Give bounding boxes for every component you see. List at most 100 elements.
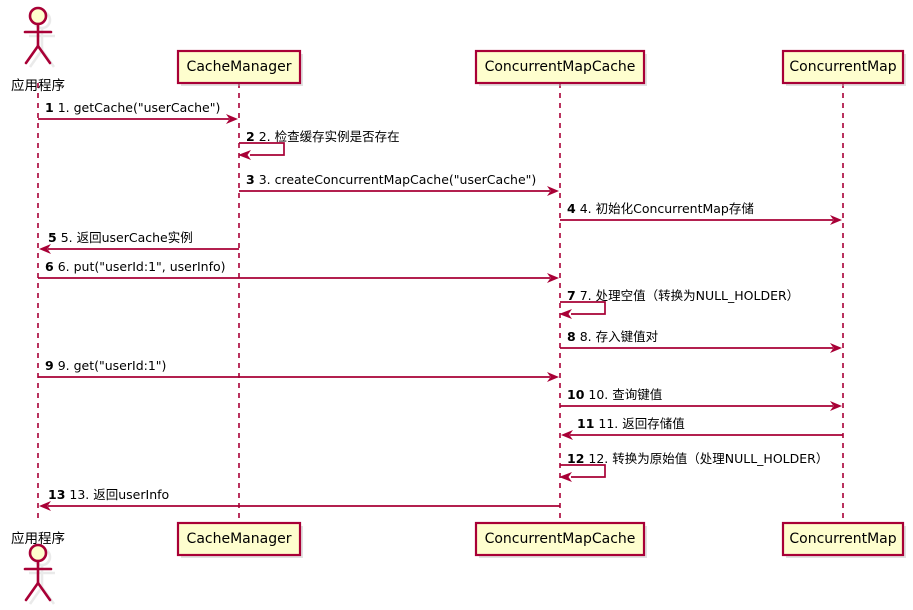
message-arrowhead (547, 186, 559, 196)
message-arrowhead (561, 430, 573, 440)
participant-label-concurrentMapCache: ConcurrentMapCache (484, 531, 636, 547)
message-sequence-number: 5 (48, 230, 57, 245)
message-6[interactable] (38, 273, 559, 283)
participant-boxes-group (176, 49, 906, 558)
message-label-3: 3 3. createConcurrentMapCache("userCache… (246, 173, 536, 187)
message-arrowhead (226, 114, 238, 124)
actor-label-app: 应用程序 (11, 531, 65, 547)
message-2[interactable] (238, 142, 285, 160)
message-label-8: 8 8. 存入键值对 (567, 330, 658, 344)
message-label-9: 9 9. get("userId:1") (45, 359, 166, 373)
box-body (176, 49, 302, 85)
message-text: 9. get("userId:1") (57, 358, 167, 373)
self-message-path (560, 301, 606, 315)
message-arrowhead (39, 244, 51, 254)
participant-box-cacheManager[interactable] (176, 49, 303, 86)
message-label-10: 10 10. 查询键值 (567, 388, 662, 402)
participant-label-concurrentMapCache: ConcurrentMapCache (484, 59, 636, 75)
actor-head (28, 543, 48, 563)
message-sequence-number: 2 (246, 129, 255, 144)
message-text: 12. 转换为原始值（处理NULL_HOLDER） (588, 451, 829, 466)
message-3[interactable] (239, 186, 559, 196)
self-message-arrowhead (559, 309, 572, 319)
participant-label-concurrentMap: ConcurrentMap (789, 531, 897, 547)
box-body (176, 521, 302, 557)
box-body (474, 521, 646, 557)
message-1[interactable] (38, 114, 238, 124)
message-text: 7. 处理空值（转换为NULL_HOLDER） (579, 288, 800, 303)
message-text: 6. put("userId:1", userInfo) (57, 259, 226, 274)
message-sequence-number: 1 (45, 100, 54, 115)
message-label-5: 5 5. 返回userCache实例 (48, 231, 193, 245)
message-label-13: 13 13. 返回userInfo (48, 488, 169, 502)
actor-limb (36, 581, 52, 602)
actor-limb (36, 44, 52, 65)
message-arrowhead (39, 501, 51, 511)
box-body (781, 49, 905, 85)
message-text: 5. 返回userCache实例 (60, 230, 193, 245)
message-text: 2. 检查缓存实例是否存在 (258, 129, 400, 144)
self-message-arrowhead (559, 472, 572, 482)
message-label-1: 1 1. getCache("userCache") (45, 101, 220, 115)
message-5[interactable] (39, 244, 239, 254)
actor-limb (24, 581, 40, 602)
actor-label-app: 应用程序 (11, 78, 65, 94)
actor-limb (24, 44, 40, 65)
message-sequence-number: 11 (577, 416, 595, 431)
message-arrowhead (830, 343, 842, 353)
message-label-12: 12 12. 转换为原始值（处理NULL_HOLDER） (567, 452, 828, 466)
box-body (781, 521, 905, 557)
message-arrows-group (38, 114, 843, 511)
message-9[interactable] (38, 372, 559, 382)
participant-box-concurrentMap[interactable] (781, 49, 906, 86)
message-text: 10. 查询键值 (588, 387, 663, 402)
message-label-4: 4 4. 初始化ConcurrentMap存储 (567, 202, 754, 216)
self-message-path (560, 464, 606, 478)
message-label-11: 11 11. 返回存储值 (577, 417, 685, 431)
message-sequence-number: 12 (567, 451, 585, 466)
message-text: 1. getCache("userCache") (57, 100, 221, 115)
actor-figure-app[interactable] (23, 543, 56, 605)
participant-label-concurrentMap: ConcurrentMap (789, 59, 897, 75)
message-10[interactable] (560, 401, 842, 411)
actor-head (28, 6, 48, 26)
box-body (474, 49, 646, 85)
self-message-arrowhead (238, 150, 251, 160)
message-arrowhead (830, 215, 842, 225)
message-text: 4. 初始化ConcurrentMap存储 (579, 201, 754, 216)
message-13[interactable] (39, 501, 560, 511)
message-label-2: 2 2. 检查缓存实例是否存在 (246, 130, 400, 144)
message-sequence-number: 10 (567, 387, 585, 402)
message-sequence-number: 7 (567, 288, 576, 303)
message-text: 8. 存入键值对 (579, 329, 659, 344)
message-sequence-number: 9 (45, 358, 54, 373)
message-arrowhead (547, 273, 559, 283)
message-sequence-number: 3 (246, 172, 255, 187)
participant-box-concurrentMapCache[interactable] (474, 521, 647, 558)
message-text: 3. createConcurrentMapCache("userCache") (258, 172, 537, 187)
self-message-path (239, 142, 285, 156)
lifelines-group (37, 83, 844, 523)
actor-figure-app[interactable] (23, 6, 56, 68)
message-arrowhead (547, 372, 559, 382)
message-7[interactable] (559, 301, 606, 319)
participant-box-concurrentMapCache[interactable] (474, 49, 647, 86)
message-label-6: 6 6. put("userId:1", userInfo) (45, 260, 226, 274)
message-text: 11. 返回存储值 (598, 416, 685, 431)
participant-label-cacheManager: CacheManager (186, 531, 292, 547)
participant-box-cacheManager[interactable] (176, 521, 303, 558)
message-12[interactable] (559, 464, 606, 482)
message-11[interactable] (561, 430, 843, 440)
message-sequence-number: 6 (45, 259, 54, 274)
message-label-7: 7 7. 处理空值（转换为NULL_HOLDER） (567, 289, 799, 303)
participant-box-concurrentMap[interactable] (781, 521, 906, 558)
message-sequence-number: 13 (48, 487, 66, 502)
message-sequence-number: 8 (567, 329, 576, 344)
message-4[interactable] (560, 215, 842, 225)
message-8[interactable] (560, 343, 842, 353)
message-sequence-number: 4 (567, 201, 576, 216)
message-text: 13. 返回userInfo (69, 487, 170, 502)
message-arrowhead (830, 401, 842, 411)
